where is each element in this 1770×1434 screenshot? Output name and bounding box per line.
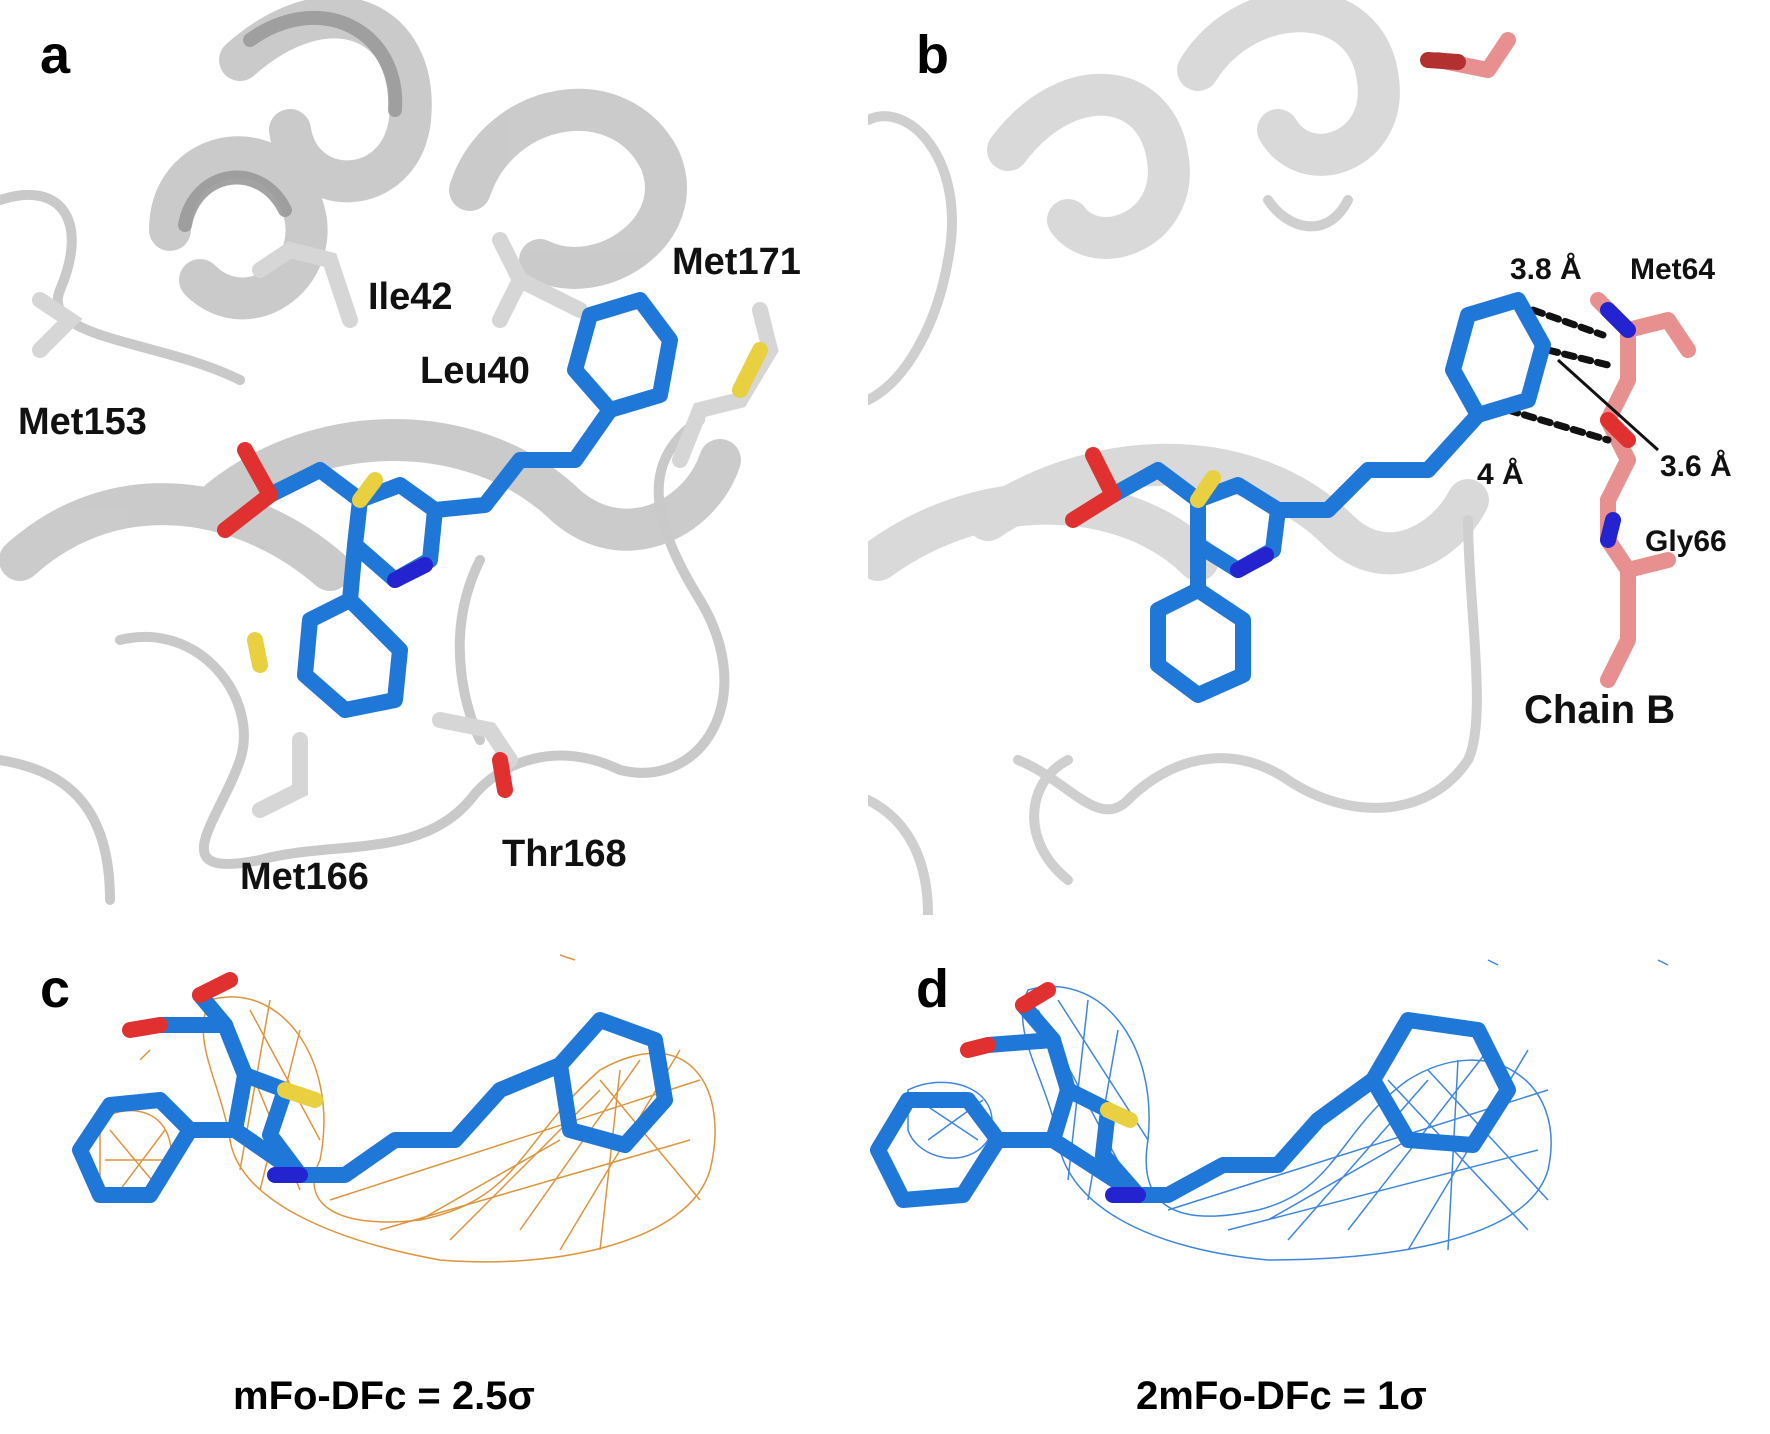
distance-3-6: 3.6 Å	[1660, 450, 1732, 483]
residue-thr168: Thr168	[502, 833, 627, 875]
panel-c-label: c	[40, 959, 71, 1019]
residue-gly66: Gly66	[1645, 525, 1727, 558]
residue-ile42: Ile42	[368, 276, 453, 318]
chain-b-label: Chain B	[1524, 688, 1676, 732]
residue-met64: Met64	[1630, 253, 1716, 286]
panel-b-label: b	[916, 25, 949, 85]
panel-b: b 3.8 Å Met64 3.6 Å 4 Å Gly66 Chain B	[868, 0, 1770, 915]
panel-a-structure	[0, 0, 779, 905]
panel-d: d 2mFo-DFc = 1σ	[868, 940, 1770, 1434]
panel-a: a Ile42 Met171 Leu40 Met153 Met166 Thr16…	[0, 0, 850, 915]
distance-3-8: 3.8 Å	[1510, 253, 1582, 286]
distance-4: 4 Å	[1477, 458, 1524, 491]
panel-d-caption: 2mFo-DFc = 1σ	[1136, 1374, 1427, 1418]
panel-d-density-map	[870, 959, 1669, 1261]
panel-c-density-map	[72, 954, 716, 1263]
panel-b-structure	[868, 0, 1696, 915]
residue-leu40: Leu40	[420, 350, 530, 392]
panel-c-caption: mFo-DFc = 2.5σ	[233, 1374, 535, 1418]
panel-a-label: a	[40, 25, 71, 85]
panel-d-label: d	[916, 959, 949, 1019]
residue-met166: Met166	[240, 856, 369, 898]
residue-met153: Met153	[18, 401, 147, 443]
panel-c: c mFo-DFc = 2.5σ	[0, 940, 850, 1434]
residue-met171: Met171	[672, 241, 801, 283]
